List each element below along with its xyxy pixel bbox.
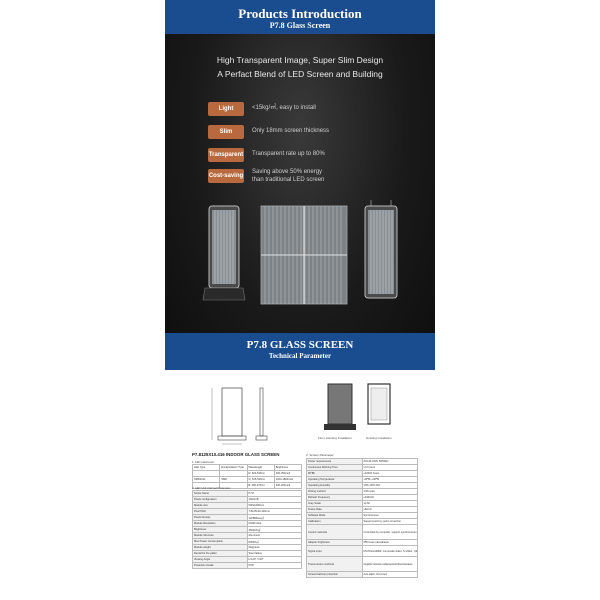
table-cell: Screen/Cabinet protection xyxy=(306,571,363,578)
sheet-right-title: 2. Screen Parameter xyxy=(306,453,334,457)
feature-text: Only 18mm screen thickness xyxy=(252,128,330,134)
technical-sheet: Floor standing installation Hoisting ins… xyxy=(190,380,420,600)
table-cell: IP30 xyxy=(246,562,302,569)
feature-badge: Slim xyxy=(208,125,244,139)
table-cell: Controlled by computer, support synchron… xyxy=(361,524,418,540)
product-poster: Products Introduction P7.8 Glass Screen … xyxy=(165,0,435,370)
feature-text: Transparent rate up to 80% xyxy=(252,151,325,157)
center-panel-icon xyxy=(260,205,348,305)
table-cell: Gigabit network cable/optical fiber/wire… xyxy=(361,556,418,572)
table-cell: B: 460-470nm xyxy=(246,482,275,489)
poster-title: Products Introduction xyxy=(238,6,362,21)
led-section-title: 1. LED parameter xyxy=(192,460,215,464)
led-table: LED Type Encapsulation Type Wavelength B… xyxy=(191,464,303,489)
poster-header: Products Introduction P7.8 Glass Screen xyxy=(165,0,435,34)
feature-text-2: than traditional LED screen xyxy=(252,177,325,183)
table-cell: Protection Grade xyxy=(192,562,248,569)
dimension-drawing xyxy=(211,387,268,445)
table-cell: Signal input xyxy=(306,545,363,557)
table-cell: 200-400mcd xyxy=(273,482,303,489)
module-section-title: 2. LED Unit Cabinet Parameter xyxy=(192,486,231,490)
table-cell: DVI/VGA/HDMI, composite video, S-Video, … xyxy=(361,545,418,557)
install-caption-hoist: Hoisting installation xyxy=(366,436,392,440)
poster-subtitle: P7.8 Glass Screen xyxy=(269,21,331,30)
install-caption-floor: Floor standing installation xyxy=(318,436,353,440)
sheet-left-title: P7.8125X10.416 INDOOR GLASS SCREEN xyxy=(192,452,280,457)
table-cell: Control methods xyxy=(306,524,363,540)
headline-line-1: High Transparent Image, Super Slim Desig… xyxy=(216,55,384,65)
table-cell: Anti-static, fire proof xyxy=(361,571,418,578)
standing-panel-icon xyxy=(202,205,246,301)
footer-title: P7.8 GLASS SCREEN xyxy=(246,339,354,351)
feature-text: <15kg/㎡, easy to install xyxy=(252,105,316,111)
hoisting-panel-icon xyxy=(364,200,398,299)
headline-line-2: A Perfact Blend of LED Screen and Buildi… xyxy=(217,69,383,79)
feature-badge: Transparent xyxy=(208,148,244,162)
table-row: B: 460-470nm 200-400mcd xyxy=(191,482,303,489)
glass-screen-illustration xyxy=(202,200,398,305)
poster-footer: P7.8 GLASS SCREEN Technical Parameter xyxy=(165,333,435,370)
feature-badge: Cost-saving xyxy=(208,169,244,183)
feature-text: Saving above 50% energy xyxy=(252,169,323,175)
table-cell: Transmission methods xyxy=(306,556,363,572)
installation-photos xyxy=(324,383,391,430)
feature-badge: Light xyxy=(208,102,244,116)
footer-subtitle: Technical Parameter xyxy=(268,352,332,360)
